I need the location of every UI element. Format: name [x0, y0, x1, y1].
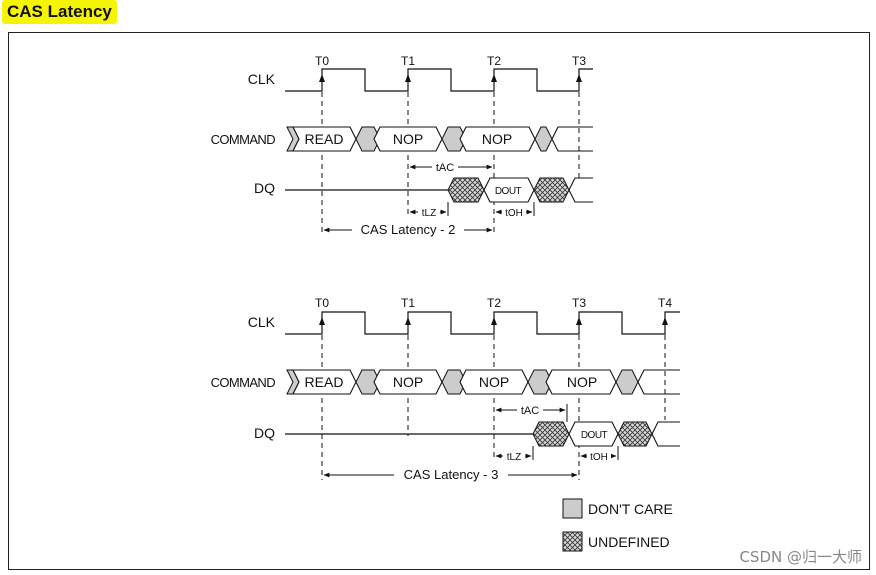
command-nop: [545, 369, 617, 395]
command-text: READ: [305, 131, 344, 147]
tac-label: tAC: [521, 405, 539, 417]
undefined-region: [533, 177, 570, 203]
clk-label: CLK: [248, 314, 276, 330]
dont-care-region: [441, 126, 467, 152]
command-text: NOP: [567, 374, 597, 390]
tick-label: T4: [658, 296, 672, 310]
tick-label: T2: [487, 54, 501, 68]
tac-label: tAC: [436, 162, 454, 174]
command-text: NOP: [393, 131, 423, 147]
cas-latency-label: CAS Latency - 2: [361, 222, 456, 237]
dq-tail: [651, 421, 680, 447]
toh-label: tOH: [505, 208, 523, 219]
dont-care-legend-label: DON'T CARE: [588, 501, 673, 517]
dont-care-region: [441, 369, 467, 395]
dq-label: DQ: [254, 425, 275, 441]
command-text: NOP: [479, 374, 509, 390]
clk-edge-arrow: [405, 74, 411, 82]
dont-care-region: [527, 369, 553, 395]
tlz-label: tLZ: [422, 208, 436, 219]
dont-care-region: [534, 126, 553, 152]
dont-care-region: [615, 369, 639, 395]
watermark: CSDN @归一大师: [739, 548, 862, 566]
command-text: NOP: [393, 374, 423, 390]
command-label: COMMAND: [211, 132, 276, 147]
undefined-region: [447, 177, 485, 203]
clk-waveform: [285, 311, 680, 335]
command-nop: [373, 126, 443, 152]
undefined-region: [617, 421, 653, 447]
command-label: COMMAND: [211, 375, 276, 390]
clk-edge-arrow: [576, 74, 582, 82]
tlz-label: tLZ: [507, 452, 521, 463]
page-title: CAS Latency: [2, 0, 117, 24]
clk-edge-arrow: [491, 317, 497, 325]
legend: DON'T CARE UNDEFINED: [562, 498, 673, 552]
dont-care-region: [355, 126, 381, 152]
command-text: READ: [305, 374, 344, 390]
undefined-legend-label: UNDEFINED: [588, 534, 670, 550]
dout-text: DOUT: [495, 186, 522, 197]
dont-care-swatch: [562, 498, 583, 519]
toh-label: tOH: [590, 452, 608, 463]
diagram-frame: [8, 32, 870, 570]
command-bus-tail: [551, 126, 593, 152]
dout-text: DOUT: [581, 430, 608, 441]
clk-edge-arrow: [662, 317, 668, 325]
command-nop: [459, 126, 536, 152]
tick-label: T0: [315, 296, 329, 310]
undefined-swatch: [562, 531, 583, 552]
command-nop: [373, 369, 443, 395]
dq-label: DQ: [254, 180, 275, 196]
clk-edge-arrow: [319, 317, 325, 325]
clk-edge-arrow: [319, 74, 325, 82]
tick-label: T3: [572, 54, 586, 68]
undefined-region: [532, 421, 570, 447]
clk-edge-arrow: [405, 317, 411, 325]
command-text: NOP: [482, 131, 512, 147]
command-read: [292, 126, 357, 152]
timing-diagram-cl2: CLK COMMAND DQ T0 T1 T2 T3 READ NOP NOP: [211, 54, 593, 238]
tick-label: T3: [572, 296, 586, 310]
tick-label: T0: [315, 54, 329, 68]
tick-label: T1: [401, 296, 415, 310]
clk-waveform: [285, 68, 593, 92]
dont-care-region: [355, 369, 381, 395]
cas-latency-label: CAS Latency - 3: [404, 467, 499, 482]
command-bus-tail: [637, 369, 680, 395]
clk-edge-arrow: [576, 317, 582, 325]
clk-label: CLK: [248, 71, 276, 87]
tick-label: T1: [401, 54, 415, 68]
dq-tail: [568, 177, 593, 203]
clk-edge-arrow: [491, 74, 497, 82]
command-read: [292, 369, 357, 395]
command-nop: [459, 369, 529, 395]
timing-diagram-cl3: CLK COMMAND DQ T0 T1 T2 T3 T4 READ NOP N…: [211, 296, 680, 483]
tick-label: T2: [487, 296, 501, 310]
